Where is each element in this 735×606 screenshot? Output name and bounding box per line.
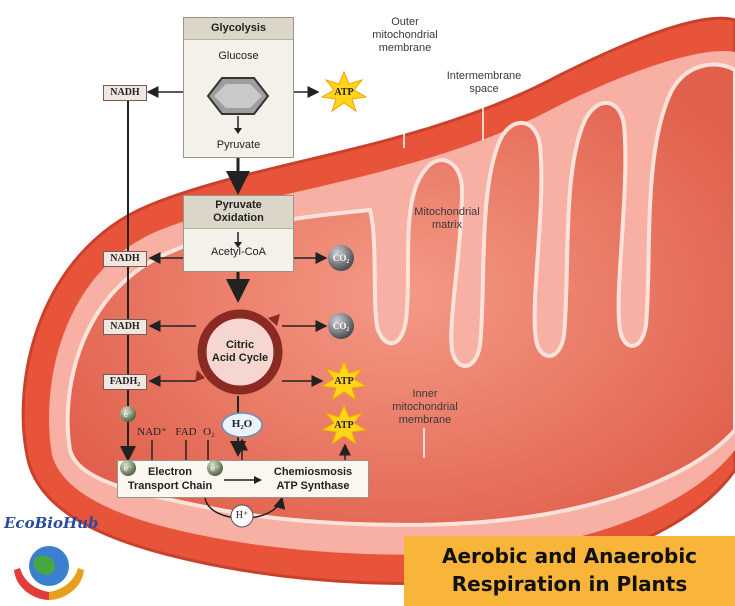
cycle-arrowhead-1 <box>268 314 280 326</box>
chemiosmosis-line2: ATP Synthase <box>276 480 350 492</box>
pyruvate-oxidation-box: Pyruvate Oxidation Acetyl-CoA <box>183 195 294 272</box>
fadh2-tag: FADH₂ <box>103 374 147 390</box>
pyruvate-label: Pyruvate <box>216 139 261 151</box>
inner-line2: mitochondrial <box>392 401 458 413</box>
logo-text: EcoBioHub <box>4 514 99 532</box>
h-plus-circle <box>230 504 254 528</box>
outer-line3: membrane <box>378 42 432 54</box>
etc-label: Electron Transport Chain <box>120 465 220 493</box>
nadh-tag-3: NADH <box>103 319 147 335</box>
citric-cycle-ring <box>197 309 283 395</box>
banner-line1: Aerobic and Anaerobic <box>441 544 698 568</box>
intermembrane-label: Intermembrane space <box>436 70 532 96</box>
glycolysis-box: Glycolysis Glucose Pyruvate <box>183 17 294 158</box>
h-plus-label: H⁺ <box>235 510 249 521</box>
outer-line2: mitochondrial <box>372 29 438 41</box>
inner-membrane-label: Inner mitochondrial membrane <box>380 388 470 427</box>
h2o-oval <box>221 412 263 438</box>
electron-label-etc-1: e⁻ <box>123 464 133 473</box>
banner-line2: Respiration in Plants <box>451 572 688 596</box>
inner-line3: membrane <box>398 414 452 426</box>
etc-line2: Transport Chain <box>127 480 213 492</box>
logo-land <box>33 555 56 576</box>
atp-label-2: ATP <box>334 376 354 387</box>
o2-label: O₂ <box>203 426 215 438</box>
atp-label-1: ATP <box>334 87 354 98</box>
pyruvate-oxidation-line2: Oxidation <box>213 212 264 224</box>
glycolysis-title: Glycolysis <box>184 18 293 40</box>
atp-burst-3 <box>320 403 368 446</box>
atp-label-3: ATP <box>334 420 354 431</box>
intermembrane-line2: space <box>469 83 499 95</box>
pyruvate-oxidation-title: Pyruvate Oxidation <box>184 196 293 229</box>
chemiosmosis-line1: Chemiosmosis <box>273 466 353 478</box>
co2-label-2: CO₂ <box>332 321 350 331</box>
title-banner: Aerobic and Anaerobic Respiration in Pla… <box>404 536 735 606</box>
matrix-line1: Mitochondrial <box>414 206 480 218</box>
logo-hand-right <box>49 568 84 600</box>
nadh-tag-2: NADH <box>103 251 147 267</box>
electron-label-1: e⁻ <box>123 410 133 419</box>
inner-membrane-matrix <box>65 62 735 527</box>
atp-burst-1 <box>320 70 368 113</box>
citric-acid-cycle-label: Citric Acid Cycle <box>200 339 280 365</box>
co2-label-1: CO₂ <box>332 253 350 263</box>
citric-line2: Acid Cycle <box>211 352 269 364</box>
co2-ball-1 <box>328 245 354 271</box>
matrix-label: Mitochondrial matrix <box>402 206 492 232</box>
cycle-arrowhead-2 <box>195 370 205 382</box>
h2o-label: H₂O <box>231 418 253 430</box>
outer-membrane-label: Outer mitochondrial membrane <box>360 16 450 55</box>
fad-label: FAD <box>175 426 197 438</box>
electron-ball-1 <box>120 406 136 422</box>
intermembrane-line1: Intermembrane <box>446 70 522 82</box>
matrix-line2: matrix <box>432 219 462 231</box>
pyruvate-oxidation-line1: Pyruvate <box>215 199 262 211</box>
etc-box: Electron Transport Chain Chemiosmosis AT… <box>117 460 369 498</box>
co2-ball-2 <box>328 313 354 339</box>
nad-plus-label: NAD⁺ <box>137 426 167 438</box>
electron-label-etc-2: e⁻ <box>210 464 220 473</box>
logo-hand-left <box>14 568 49 600</box>
chemiosmosis-label: Chemiosmosis ATP Synthase <box>258 465 368 493</box>
nadh-tag-1: NADH <box>103 85 147 101</box>
etc-line1: Electron <box>147 466 192 478</box>
atp-burst-2 <box>320 359 368 402</box>
outer-line1: Outer <box>391 16 419 28</box>
acetyl-coa-label: Acetyl-CoA <box>210 246 267 258</box>
inner-line1: Inner <box>412 388 438 400</box>
glucose-label: Glucose <box>218 50 259 62</box>
citric-line1: Citric <box>225 339 255 351</box>
